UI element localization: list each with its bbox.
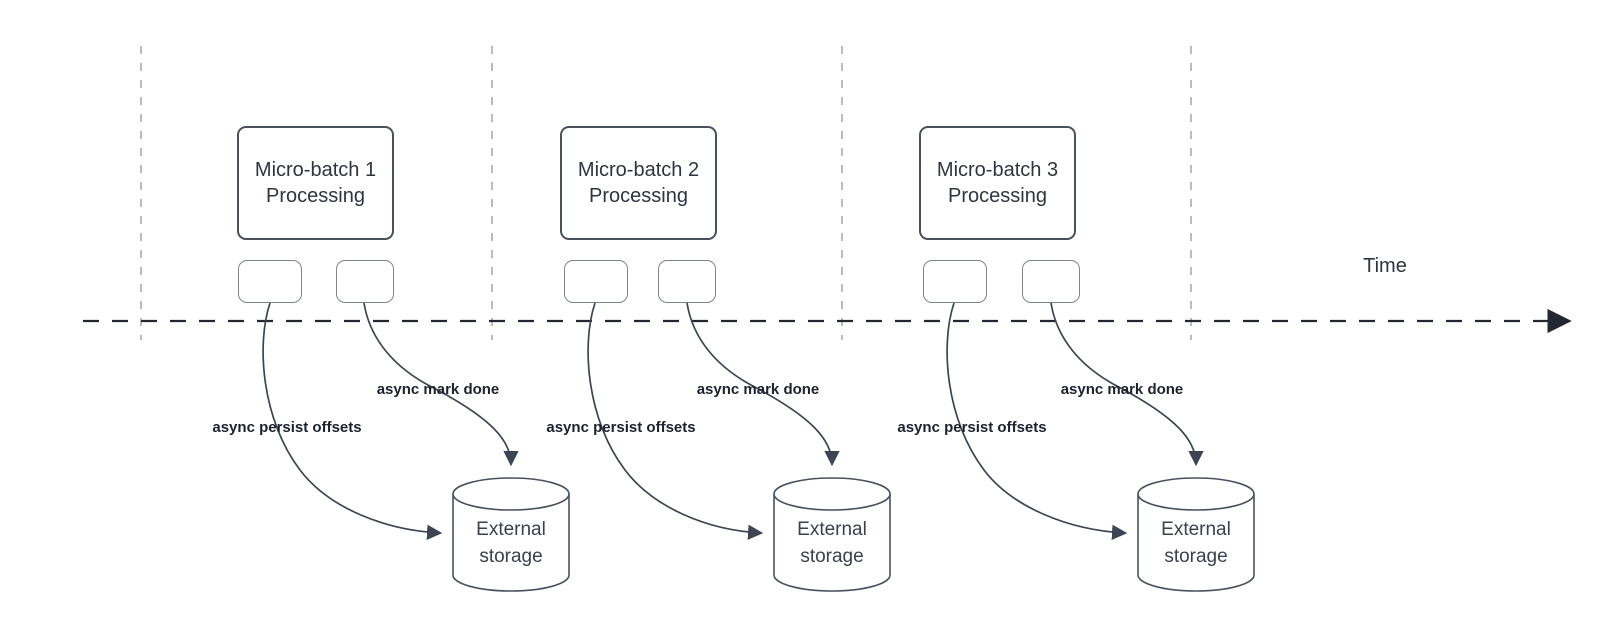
external-storage-label-1: External storage <box>476 519 546 567</box>
time-axis-label: Time <box>1363 255 1407 277</box>
persist-task-box-2 <box>564 260 628 303</box>
mark-done-curve-1 <box>363 302 519 467</box>
persist-offsets-curve-2 <box>587 302 764 540</box>
mark-done-curve-2 <box>686 302 840 467</box>
mark-done-task-box-1 <box>336 260 394 303</box>
mark-done-label-1: async mark done <box>376 381 500 398</box>
persist-task-box-3 <box>923 260 987 303</box>
microbatch-3-label: Micro-batch 3 Processing <box>936 159 1059 207</box>
persist-offsets-label-3: async persist offsets <box>897 419 1047 436</box>
mark-done-label-3: async mark done <box>1060 381 1184 398</box>
external-storage-cylinder-1 <box>452 477 570 592</box>
persist-offsets-label-1: async persist offsets <box>212 419 362 436</box>
persist-offsets-curve-1 <box>262 302 443 540</box>
mark-done-curve-3 <box>1050 302 1204 467</box>
mark-done-task-box-2 <box>658 260 716 303</box>
microbatch-3-box: Micro-batch 3 Processing <box>919 126 1076 240</box>
persist-offsets-label-2: async persist offsets <box>546 419 696 436</box>
persist-task-box-1 <box>238 260 302 303</box>
microbatch-1-label: Micro-batch 1 Processing <box>254 159 377 207</box>
external-storage-cylinder-3 <box>1137 477 1255 592</box>
external-storage-label-2: External storage <box>797 519 867 567</box>
persist-offsets-curve-3 <box>946 302 1128 540</box>
microbatch-2-box: Micro-batch 2 Processing <box>560 126 717 240</box>
microbatch-1-box: Micro-batch 1 Processing <box>237 126 394 240</box>
mark-done-label-2: async mark done <box>696 381 820 398</box>
external-storage-label-3: External storage <box>1161 519 1231 567</box>
external-storage-cylinder-2 <box>773 477 891 592</box>
mark-done-task-box-3 <box>1022 260 1080 303</box>
microbatch-2-label: Micro-batch 2 Processing <box>577 159 700 207</box>
